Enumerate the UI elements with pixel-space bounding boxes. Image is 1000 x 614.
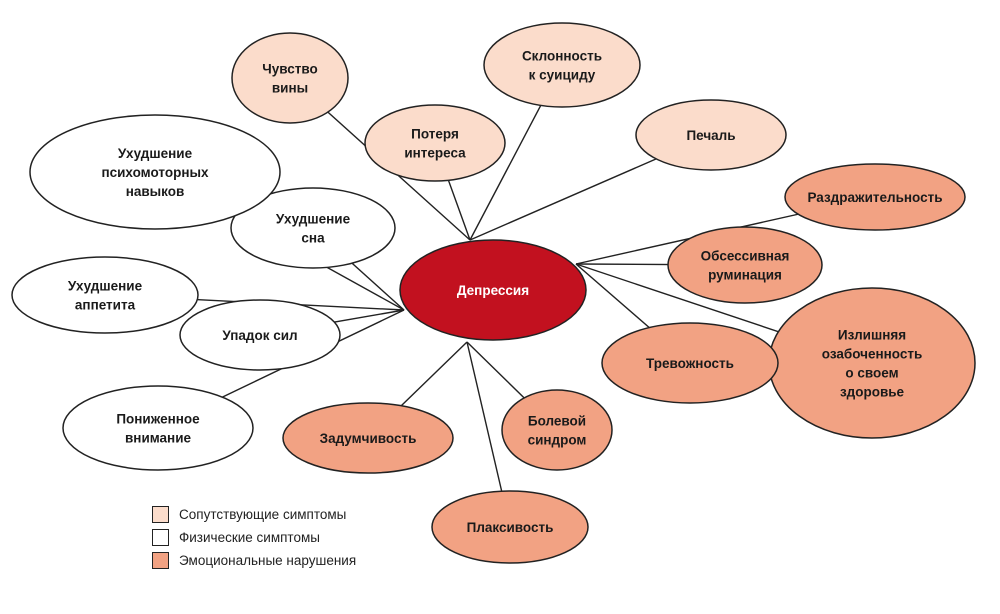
- symptom-node: Ухудшение психомоторных навыков: [29, 114, 281, 230]
- node-label: о своем: [845, 366, 898, 381]
- symptom-node: Обсессивная руминация: [667, 226, 823, 304]
- symptom-node: Пониженное внимание: [62, 385, 254, 471]
- node-label: озабоченность: [822, 347, 923, 362]
- node-label: к суициду: [529, 68, 596, 83]
- node-ellipse: [501, 389, 613, 471]
- node-ellipse: [282, 402, 454, 474]
- node-label: аппетита: [75, 298, 136, 313]
- center-node: Депрессия: [399, 239, 587, 341]
- node-label: Плаксивость: [467, 520, 554, 535]
- legend-item-emotional: Эмоциональные нарушения: [152, 549, 356, 572]
- node-ellipse: [483, 22, 641, 108]
- node-label: Пониженное: [116, 412, 200, 427]
- symptom-node: Упадок сил: [179, 299, 341, 371]
- node-ellipse: [635, 99, 787, 171]
- legend-label: Эмоциональные нарушения: [179, 553, 357, 568]
- node-ellipse: [601, 322, 779, 404]
- node-label: Тревожность: [646, 356, 734, 371]
- node-ellipse: [179, 299, 341, 371]
- node-label: психомоторных: [101, 165, 209, 180]
- node-label: Ухудшение: [276, 212, 351, 227]
- node-ellipse: [784, 163, 966, 231]
- node-label: Упадок сил: [222, 328, 297, 343]
- node-label: Ухудшение: [68, 279, 143, 294]
- symptom-node: Чувство вины: [231, 32, 349, 124]
- node-label: Чувство: [262, 62, 317, 77]
- symptom-node: Печаль: [635, 99, 787, 171]
- legend: Сопутствующие симптомы Физические симпто…: [152, 503, 356, 572]
- node-ellipse: [231, 32, 349, 124]
- node-ellipse: [11, 256, 199, 334]
- symptom-node: Ухудшение аппетита: [11, 256, 199, 334]
- node-label: Ухудшение: [118, 146, 193, 161]
- symptom-node: Ухудшение сна: [230, 187, 396, 269]
- node-ellipse: [230, 187, 396, 269]
- node-label: Задумчивость: [320, 431, 417, 446]
- node-label: сна: [301, 231, 325, 246]
- legend-label: Физические симптомы: [179, 530, 320, 545]
- node-ellipse: [431, 490, 589, 564]
- legend-swatch: [152, 506, 169, 523]
- legend-swatch: [152, 529, 169, 546]
- node-label: Склонность: [522, 49, 602, 64]
- center-label: Депрессия: [457, 283, 529, 298]
- node-label: здоровье: [840, 385, 905, 400]
- legend-swatch: [152, 552, 169, 569]
- symptom-node: Тревожность: [601, 322, 779, 404]
- node-ellipse: [667, 226, 823, 304]
- node-label: Потеря: [411, 127, 459, 142]
- node-label: Раздражительность: [807, 190, 942, 205]
- legend-item-related: Сопутствующие симптомы: [152, 503, 356, 526]
- node-ellipse: [62, 385, 254, 471]
- symptom-node: Склонность к суициду: [483, 22, 641, 108]
- node-ellipse: [364, 104, 506, 182]
- node-ellipse: [768, 287, 976, 439]
- legend-item-physical: Физические симптомы: [152, 526, 356, 549]
- node-label: руминация: [708, 268, 782, 283]
- node-label: навыков: [126, 184, 185, 199]
- node-label: Печаль: [686, 128, 735, 143]
- symptom-node: Излишняя озабоченность о своем здоровье: [768, 287, 976, 439]
- symptom-node: Болевой синдром: [501, 389, 613, 471]
- node-label: синдром: [528, 433, 587, 448]
- node-label: вины: [272, 81, 308, 96]
- symptom-node: Задумчивость: [282, 402, 454, 474]
- node-label: Обсессивная: [701, 249, 790, 264]
- symptom-node: Плаксивость: [431, 490, 589, 564]
- node-ellipse: [29, 114, 281, 230]
- symptom-node: Раздражительность: [784, 163, 966, 231]
- node-label: Болевой: [528, 414, 586, 429]
- symptom-node: Потеря интереса: [364, 104, 506, 182]
- node-label: интереса: [404, 146, 466, 161]
- legend-label: Сопутствующие симптомы: [179, 507, 347, 522]
- node-label: Излишняя: [838, 328, 906, 343]
- node-label: внимание: [125, 431, 192, 446]
